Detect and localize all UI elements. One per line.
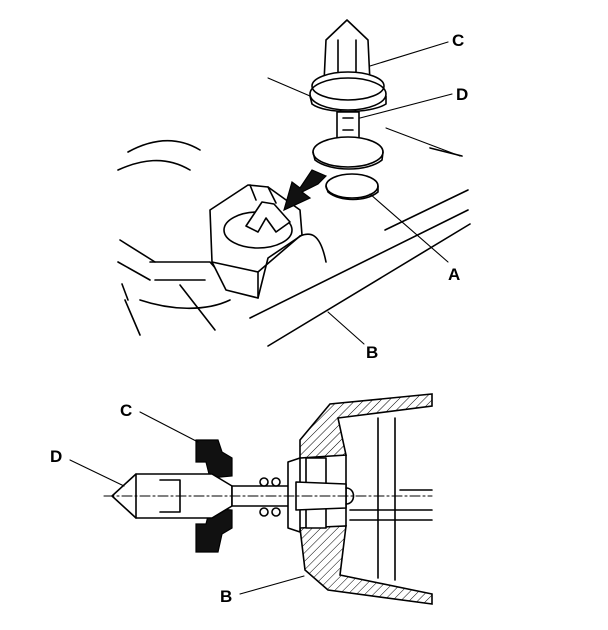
install-arrow: [283, 169, 328, 212]
label-b-bottom: B: [220, 587, 232, 606]
label-c-bottom: C: [120, 401, 132, 420]
leader-b-bottom: [239, 575, 305, 595]
leader-d-top: [359, 93, 453, 119]
top-exploded-view: C D A B: [117, 19, 471, 362]
panel-b-section: [299, 393, 433, 605]
label-d-top: D: [456, 85, 468, 104]
leader-c-top: [369, 41, 449, 67]
leader-a-top: [369, 193, 449, 263]
label-d-bottom: D: [50, 447, 62, 466]
leader-b-top: [327, 311, 365, 345]
clip-part-a: [325, 173, 379, 201]
label-c-top: C: [452, 31, 464, 50]
label-a-top: A: [448, 265, 460, 284]
clip-bracket: [209, 184, 327, 299]
panel-b-top: [117, 139, 471, 347]
bottom-section-view: C D B: [50, 393, 433, 606]
clip-part-c: [309, 19, 387, 113]
leader-d-bottom: [69, 459, 125, 487]
axis-line-mid: [385, 127, 461, 157]
clip-part-d: [312, 111, 384, 170]
leader-c-bottom: [139, 411, 199, 443]
label-b-top: B: [366, 343, 378, 362]
axis-line-top: [267, 77, 311, 97]
